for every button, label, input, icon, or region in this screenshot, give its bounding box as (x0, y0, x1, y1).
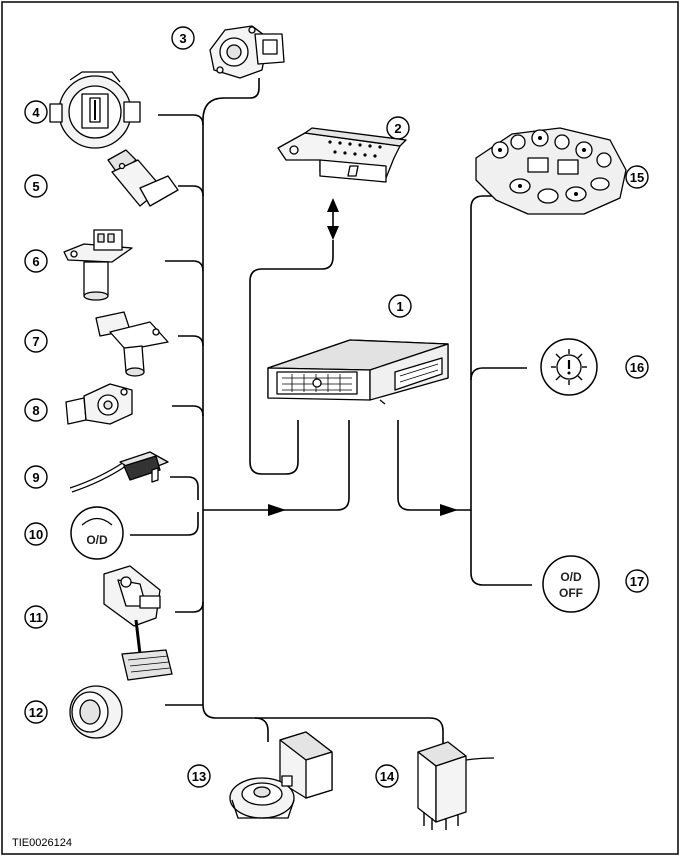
camshaft-sensor-illustration (63, 229, 133, 301)
arrow-to-ecu (268, 504, 286, 516)
bracket-module-illustration (277, 127, 407, 183)
link-11-line (175, 601, 204, 613)
link-3-line (202, 78, 260, 121)
svg-text:17: 17 (630, 574, 644, 589)
callout-12: 12 (24, 700, 48, 724)
exclamation-gear-icon (551, 349, 587, 385)
svg-text:15: 15 (630, 170, 644, 185)
svg-text:5: 5 (32, 179, 39, 194)
svg-text:13: 13 (192, 769, 206, 784)
link-6-line (165, 260, 204, 272)
link-9-line (170, 476, 199, 500)
svg-text:1: 1 (396, 299, 403, 314)
svg-text:7: 7 (32, 334, 39, 349)
svg-text:8: 8 (32, 403, 39, 418)
arrow-up-module2 (327, 198, 339, 212)
valve-body-illustration (475, 127, 627, 215)
callout-6: 6 (24, 249, 48, 273)
callout-15: 15 (625, 165, 649, 189)
svg-text:OFF: OFF (559, 586, 583, 600)
callout-10: 10 (24, 522, 48, 546)
callout-17: 17 (625, 569, 649, 593)
callout-14: 14 (375, 764, 399, 788)
od-indicator-lamp: O/D (70, 506, 124, 560)
tp-sensor-small-illustration (65, 383, 133, 425)
callout-11: 11 (24, 605, 48, 629)
right-bus-line (470, 195, 502, 209)
svg-text:16: 16 (630, 360, 644, 375)
pressure-switch-illustration (69, 451, 169, 493)
svg-text:2: 2 (394, 121, 401, 136)
svg-text:6: 6 (32, 254, 39, 269)
output-shaft-sensor-illustration (95, 311, 169, 377)
svg-text:9: 9 (32, 470, 39, 485)
throttle-position-sensor-illustration (209, 25, 285, 79)
callout-5: 5 (24, 174, 48, 198)
callout-2: 2 (386, 116, 410, 140)
callout-16: 16 (625, 355, 649, 379)
bus-to-13-line (254, 717, 269, 742)
callout-9: 9 (24, 465, 48, 489)
arrow-to-outputs (440, 504, 458, 516)
link-8-line (172, 405, 204, 417)
crank-sensor-illustration (107, 149, 179, 207)
link-16-line (470, 367, 527, 381)
right-bus-vertical-line (470, 208, 532, 586)
callout-1: 1 (388, 294, 412, 318)
reference-code: TIE0026124 (12, 837, 72, 849)
callout-3: 3 (171, 26, 195, 50)
ecu-to-right-line (397, 420, 471, 511)
callouts: 1 2 3 4 5 6 7 8 9 10 11 12 13 14 15 16 1… (24, 26, 649, 788)
left-bus-line (202, 120, 444, 745)
od-off-indicator-lamp: O/D OFF (542, 555, 600, 613)
flow-arrows (268, 198, 458, 516)
svg-text:14: 14 (380, 769, 395, 784)
link-4-line (158, 114, 204, 126)
callout-13: 13 (187, 764, 211, 788)
cylinder-component-illustration (69, 685, 123, 739)
svg-text:O/D: O/D (560, 570, 582, 584)
svg-text:10: 10 (29, 527, 43, 542)
callout-4: 4 (24, 100, 48, 124)
speed-sensor-disc-illustration (49, 71, 141, 149)
svg-text:4: 4 (32, 105, 40, 120)
bus-to-ecu-line (203, 420, 350, 511)
svg-text:3: 3 (179, 31, 186, 46)
link-5-line (178, 185, 204, 197)
warning-indicator-lamp (540, 338, 598, 396)
control-module-illustration (267, 339, 449, 405)
svg-text:O/D: O/D (86, 533, 108, 547)
ecu-to-module2-line (249, 240, 334, 475)
link-7-line (178, 335, 204, 347)
connector-lines (130, 78, 532, 745)
relay-illustration (417, 741, 495, 830)
callout-7: 7 (24, 329, 48, 353)
arrow-down-module2 (327, 226, 339, 240)
brake-pedal-switch-illustration (103, 565, 173, 681)
rotary-solenoid-illustration (229, 731, 333, 819)
callout-8: 8 (24, 398, 48, 422)
link-10-line (130, 512, 199, 536)
svg-text:12: 12 (29, 705, 43, 720)
svg-text:11: 11 (29, 610, 43, 625)
